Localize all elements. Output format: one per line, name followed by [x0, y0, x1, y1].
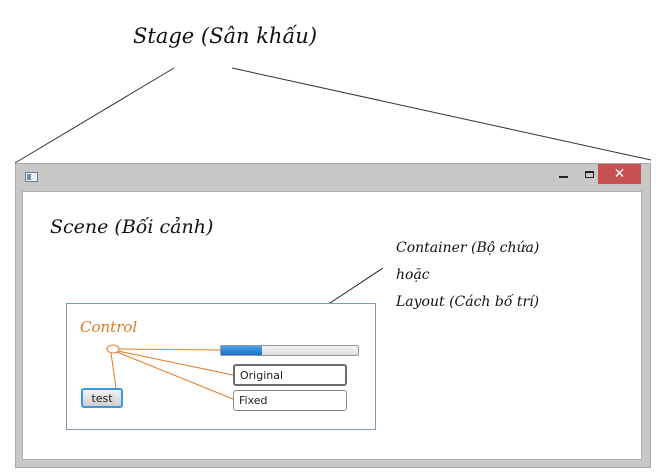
- layout-pointer: [326, 267, 384, 306]
- layout-pointer-line: [326, 267, 384, 306]
- control-label: Control: [80, 318, 138, 336]
- maximize-button[interactable]: [576, 164, 602, 185]
- close-button[interactable]: ✕: [598, 164, 641, 184]
- test-button[interactable]: test: [81, 388, 123, 408]
- control-line-test: [110, 352, 117, 389]
- scene-area: Scene (Bối cảnh) Container (Bộ chứa) hoặ…: [22, 191, 642, 460]
- control-line-fixed: [116, 351, 234, 400]
- stage-label: Stage (Sân khấu): [133, 24, 318, 48]
- title-bar[interactable]: ✕: [16, 164, 650, 191]
- layout-container: Control test: [66, 303, 376, 430]
- minimize-icon: [558, 175, 568, 178]
- stage-connector-left: [14, 67, 175, 164]
- control-connectors: [106, 344, 234, 400]
- control-line-progress: [118, 348, 221, 351]
- progress-fill: [221, 346, 263, 355]
- app-icon: [25, 172, 38, 182]
- original-text-field[interactable]: [233, 364, 347, 386]
- container-label-line: Container (Bộ chứa): [396, 240, 540, 256]
- progress-bar: [220, 345, 359, 356]
- maximize-icon: [584, 171, 594, 178]
- stage-connector-right: [231, 67, 652, 161]
- minimize-button[interactable]: [550, 164, 576, 185]
- container-label-line: hoặc: [396, 267, 430, 283]
- close-icon: ✕: [613, 166, 626, 182]
- scene-label: Scene (Bối cảnh): [50, 216, 214, 238]
- app-window: ✕ Scene (Bối cảnh) Container (Bộ chứa) h…: [15, 163, 651, 468]
- control-line-original: [117, 350, 234, 376]
- container-label: Container (Bộ chứa) hoặc Layout (Cách bố…: [396, 235, 539, 316]
- container-label-line: Layout (Cách bố trí): [396, 294, 540, 310]
- fixed-text-field[interactable]: [233, 390, 347, 411]
